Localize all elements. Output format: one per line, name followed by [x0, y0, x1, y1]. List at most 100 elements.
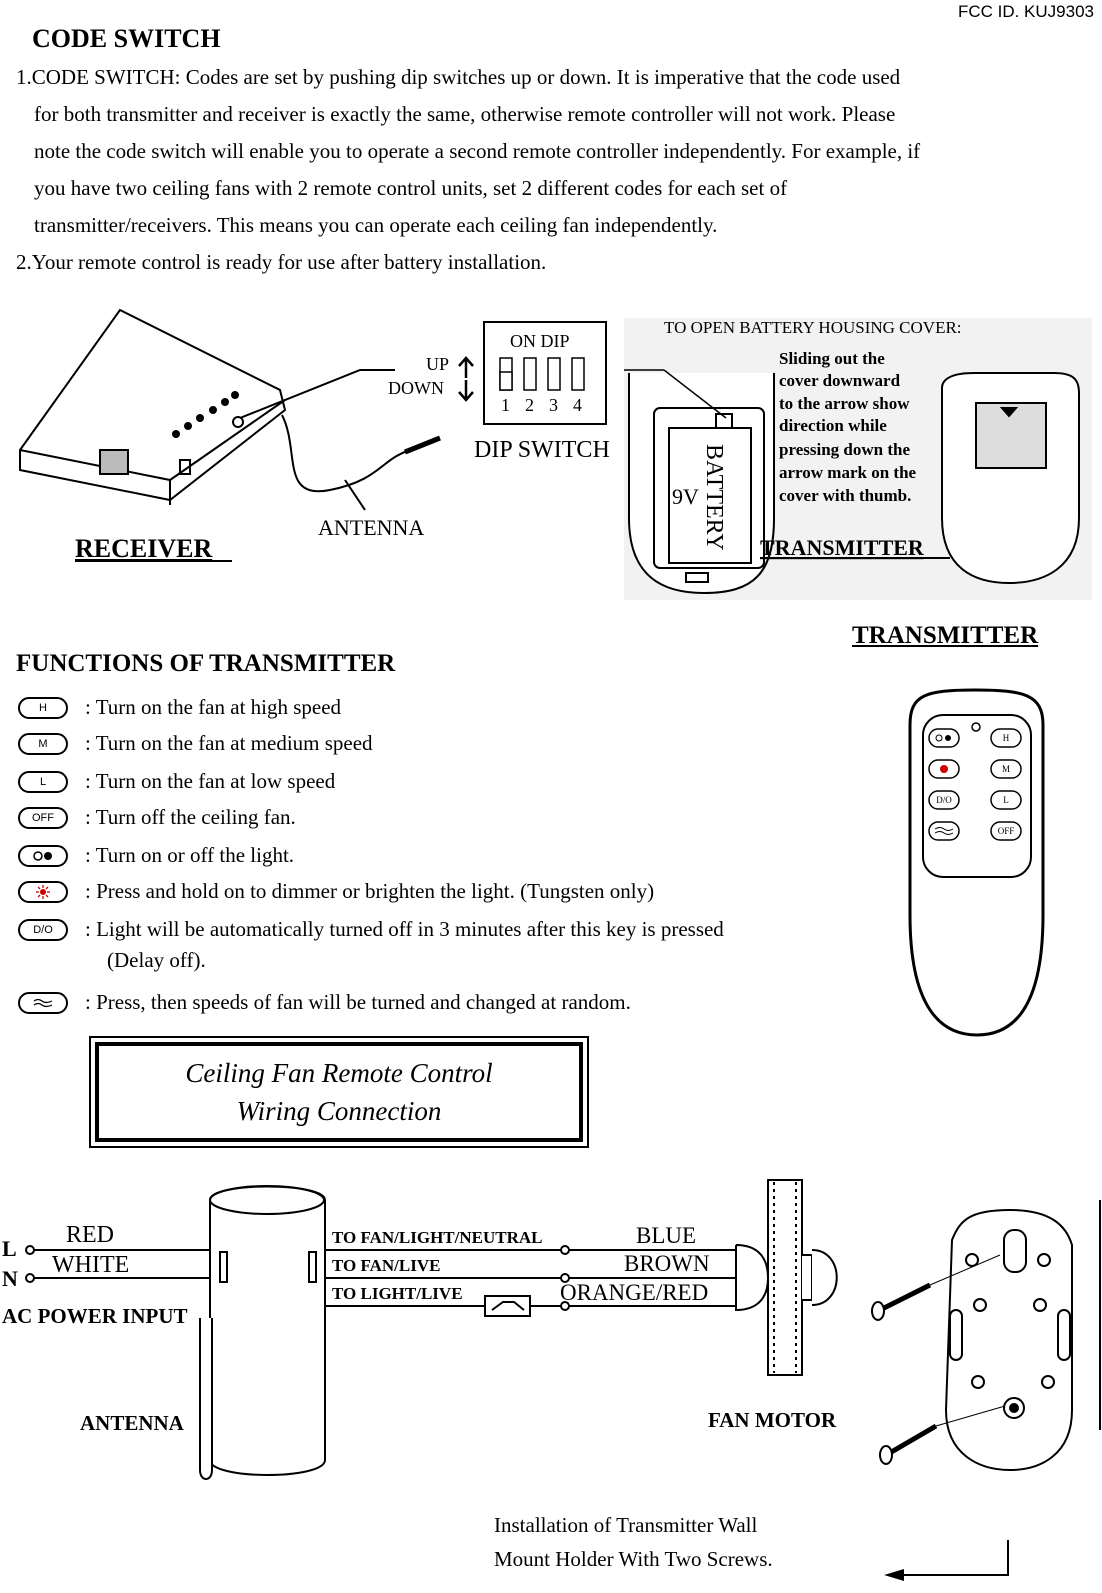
instruction-line: Sliding out the	[779, 349, 885, 368]
receiver-diagram: RECEIVER ANTENNA UP DOWN ON DIP 1 2 3 4 …	[19, 308, 610, 563]
function-desc: : Turn off the ceiling fan.	[85, 805, 296, 829]
medium-button-icon: M	[18, 733, 68, 755]
battery-heading: TO OPEN BATTERY HOUSING COVER:	[664, 318, 962, 337]
function-desc: : Turn on the fan at medium speed	[85, 731, 373, 755]
function-desc: : Press and hold on to dimmer or brighte…	[85, 879, 655, 903]
screw-icon	[879, 1405, 1006, 1465]
up-label: UP	[426, 354, 449, 374]
fan-motor-label: FAN MOTOR	[708, 1408, 837, 1432]
dip-switch-box	[483, 321, 607, 425]
up-arrow-icon	[458, 356, 474, 378]
function-desc: : Turn on the fan at high speed	[85, 695, 342, 719]
delay-off-desc: : Light will be automatically turned off…	[85, 917, 724, 941]
orange-wire-label: ORANGE/RED	[560, 1280, 708, 1305]
instruction-line: direction while	[779, 416, 887, 435]
brown-wire-label: BROWN	[624, 1251, 710, 1276]
function-row-high: H : Turn on the fan at high speed	[18, 695, 341, 720]
caption-line-2: Wiring Connection	[236, 1096, 442, 1126]
remote-control-drawing: D/O H M L OFF	[908, 688, 1045, 1037]
battery-diagram: TO OPEN BATTERY HOUSING COVER: BATTERY 9…	[624, 318, 1092, 600]
out-fan-live: TO FAN/LIVE	[332, 1256, 440, 1275]
transmitter-cover-front	[941, 372, 1080, 585]
function-row-breeze: : Press, then speeds of fan will be turn…	[18, 990, 631, 1015]
function-desc: : Press, then speeds of fan will be turn…	[85, 990, 631, 1014]
code-switch-item-2: 2.Your remote control is ready for use a…	[16, 250, 547, 274]
install-line-2: Mount Holder With Two Screws.	[494, 1547, 773, 1571]
battery-instructions: Sliding out the cover downward to the ar…	[779, 349, 917, 505]
instruction-line: arrow mark on the	[779, 463, 917, 482]
function-row-light: : Turn on or off the light.	[18, 843, 294, 868]
screw-icon	[871, 1254, 1001, 1321]
fcc-id: FCC ID. KUJ9303	[957, 2, 1094, 21]
red-wire-label: RED	[66, 1222, 114, 1248]
delay-off-button-icon: D/O	[18, 919, 68, 941]
light-switch-symbol	[484, 1295, 531, 1317]
transmitter-label-small: TRANSMITTER	[760, 535, 925, 560]
remote-btn-label: D/O	[936, 795, 952, 805]
down-label: DOWN	[388, 378, 444, 398]
install-caption: Installation of Transmitter Wall Mount H…	[494, 1508, 773, 1576]
transmitter-back-shell	[628, 373, 775, 595]
caption-line-1: Ceiling Fan Remote Control	[185, 1058, 493, 1088]
item1-line: you have two ceiling fans with 2 remote …	[34, 176, 788, 200]
dimmer-button-icon	[18, 881, 68, 903]
white-wire-label: WHITE	[52, 1252, 129, 1278]
function-row-medium: M : Turn on the fan at medium speed	[18, 731, 373, 756]
blue-wire-label: BLUE	[636, 1223, 696, 1248]
high-button-icon: H	[18, 697, 68, 719]
dip-number: 1	[501, 395, 510, 415]
wiring-caption-box: Ceiling Fan Remote Control Wiring Connec…	[89, 1036, 589, 1148]
function-desc: : Turn on or off the light.	[85, 843, 295, 867]
antenna-wire-label: ANTENNA	[80, 1411, 185, 1435]
n-terminal-label: N	[2, 1266, 18, 1291]
remote-btn-label: L	[1003, 795, 1009, 805]
dip-number: 2	[525, 395, 534, 415]
instruction-line: cover downward	[779, 371, 901, 390]
instruction-line: cover with thumb.	[779, 486, 911, 505]
dip-number: 3	[549, 395, 558, 415]
receiver-label: RECEIVER	[75, 534, 212, 563]
instruction-line: to the arrow show	[779, 394, 910, 413]
function-desc: : Turn on the fan at low speed	[85, 769, 336, 793]
out-light-live: TO LIGHT/LIVE	[332, 1284, 463, 1303]
wiring-diagram: L N RED WHITE AC POWER INPUT TO FAN/LIGH…	[2, 1179, 1101, 1480]
code-switch-item-1: 1.CODE SWITCH: Codes are set by pushing …	[16, 59, 920, 281]
receiver-unit	[209, 1185, 326, 1476]
function-row-low: L : Turn on the fan at low speed	[18, 769, 335, 794]
low-button-icon: L	[18, 771, 68, 793]
remote-btn-label: OFF	[998, 826, 1015, 836]
arrow-left-icon	[884, 1540, 1009, 1581]
receiver-body	[19, 308, 441, 511]
antenna-wire	[199, 1318, 213, 1480]
install-line-1: Installation of Transmitter Wall	[494, 1513, 758, 1537]
function-row-delay-off: D/O : Light will be automatically turned…	[18, 917, 724, 978]
remote-btn-label: M	[1002, 764, 1010, 774]
battery-voltage: 9V	[672, 484, 699, 509]
dip-switch-label: DIP SWITCH	[474, 437, 610, 463]
off-button-icon: OFF	[18, 807, 68, 829]
function-row-off: OFF : Turn off the ceiling fan.	[18, 805, 296, 830]
function-desc: : Light will be automatically turned off…	[85, 917, 724, 978]
remote-buttons: D/O H M L OFF	[928, 728, 1022, 841]
wall-mount-holder	[944, 1200, 1101, 1472]
light-button-icon	[18, 845, 68, 867]
out-fan-light-neutral: TO FAN/LIGHT/NEUTRAL	[332, 1228, 543, 1247]
instruction-line: pressing down the	[779, 440, 910, 459]
ac-power-label: AC POWER INPUT	[2, 1304, 188, 1328]
breeze-button-icon	[18, 992, 68, 1014]
remote-btn-label: H	[1003, 733, 1010, 743]
dip-switches	[499, 357, 585, 391]
delay-off-note: (Delay off).	[107, 948, 206, 972]
down-arrow-icon	[458, 380, 474, 402]
fan-motor-housing	[735, 1244, 770, 1312]
l-terminal-label: L	[2, 1236, 17, 1261]
item1-line: 1.CODE SWITCH: Codes are set by pushing …	[16, 65, 901, 89]
functions-title: FUNCTIONS OF TRANSMITTER	[16, 650, 396, 677]
battery-label: BATTERY	[701, 444, 727, 551]
item1-line: for both transmitter and receiver is exa…	[34, 102, 896, 126]
item1-line: transmitter/receivers. This means you ca…	[34, 213, 718, 237]
code-switch-title: CODE SWITCH	[32, 24, 221, 53]
transmitter-title: TRANSMITTER	[852, 622, 1039, 649]
on-dip-label: ON DIP	[510, 331, 570, 351]
dip-number: 4	[573, 395, 582, 415]
